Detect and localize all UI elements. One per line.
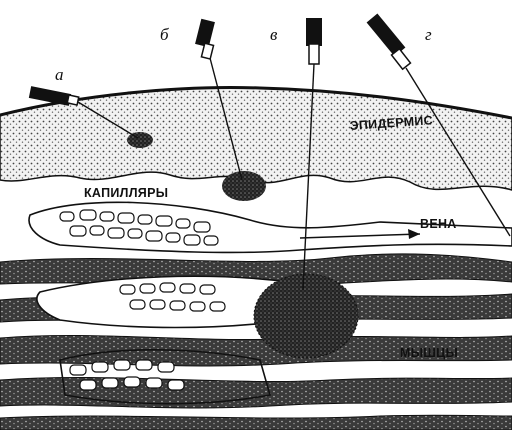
label-a: а [55, 65, 64, 84]
label-vein: ВЕНА [420, 217, 457, 231]
label-muscles: МЫШЦЫ [400, 346, 458, 360]
muscle-band-5 [0, 415, 512, 430]
label-capillaries: КАПИЛЛЯРЫ [84, 186, 168, 200]
depot-subcutaneous [222, 171, 266, 201]
muscle-band-4 [0, 377, 512, 408]
label-b: б [160, 25, 169, 44]
label-v: в [270, 25, 278, 44]
depot-intramuscular [254, 274, 358, 358]
label-g: г [425, 25, 432, 44]
